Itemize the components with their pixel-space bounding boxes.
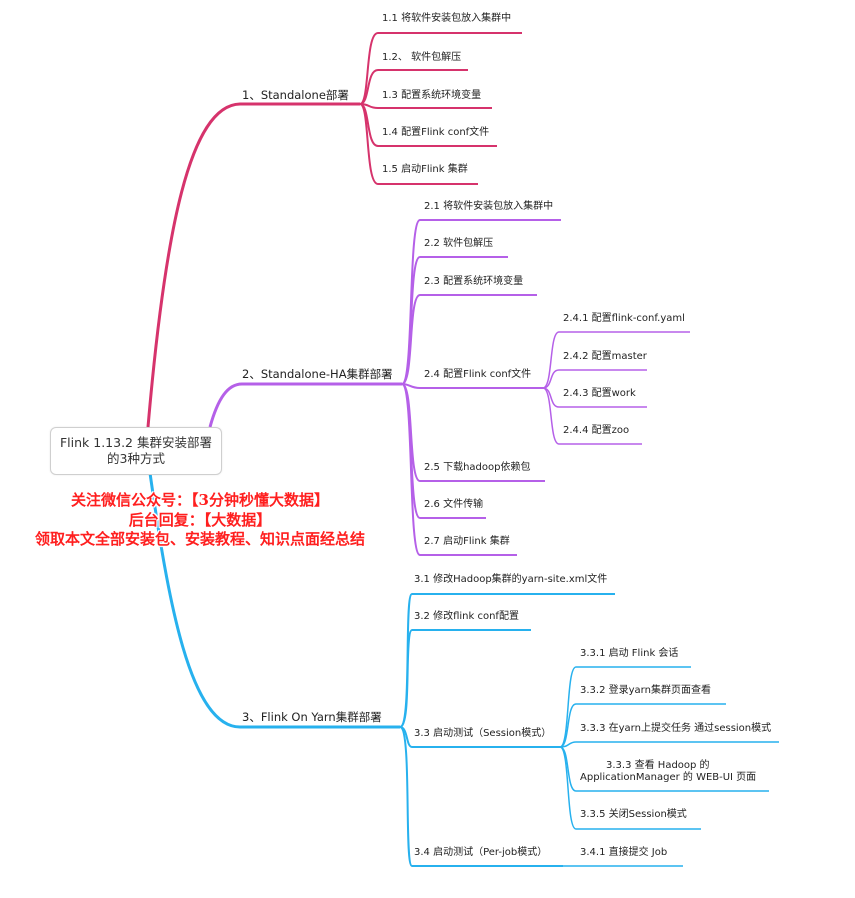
node-3-1[interactable]: 3.1 修改Hadoop集群的yarn-site.xml文件 bbox=[414, 574, 608, 585]
edge-3-3-1 bbox=[559, 666, 691, 748]
edge-1-1 bbox=[359, 32, 522, 105]
edge-2-4-1 bbox=[542, 331, 690, 389]
node-3-4-1[interactable]: 3.4.1 直接提交 Job bbox=[580, 847, 668, 858]
edge-3-3-3 bbox=[559, 741, 779, 748]
node-3-3-4-line2: ApplicationManager 的 WEB-UI 页面 bbox=[580, 772, 757, 783]
edge-root-branch3 bbox=[148, 472, 400, 729]
edge-2-7 bbox=[401, 383, 517, 556]
node-2-6[interactable]: 2.6 文件传输 bbox=[424, 499, 484, 510]
node-2-1[interactable]: 2.1 将软件安装包放入集群中 bbox=[424, 201, 554, 212]
edge-2-4 bbox=[401, 383, 543, 389]
edge-1-5 bbox=[359, 103, 478, 185]
root-title-line1: Flink 1.13.2 集群安装部署 bbox=[59, 435, 212, 450]
branch-standalone-ha[interactable]: 2、Standalone-HA集群部署 bbox=[242, 367, 393, 381]
edge-2-3 bbox=[401, 294, 537, 385]
node-3-3-4[interactable]: 3.3.3 查看 Hadoop 的 ApplicationManager 的 W… bbox=[580, 760, 770, 784]
node-2-7[interactable]: 2.7 启动Flink 集群 bbox=[424, 536, 510, 547]
edge-root-branch2 bbox=[208, 382, 402, 428]
edge-root-branch1 bbox=[146, 102, 360, 428]
node-2-4-2[interactable]: 2.4.2 配置master bbox=[563, 351, 647, 362]
node-3-4[interactable]: 3.4 启动测试（Per-job模式） bbox=[414, 847, 548, 858]
edge-3-2 bbox=[399, 629, 531, 728]
node-3-2[interactable]: 3.2 修改flink conf配置 bbox=[414, 611, 519, 622]
node-3-3-3[interactable]: 3.3.3 在yarn上提交任务 通过session模式 bbox=[580, 723, 772, 734]
node-1-1[interactable]: 1.1 将软件安装包放入集群中 bbox=[382, 13, 512, 24]
edge-3-3-5 bbox=[559, 746, 701, 830]
node-2-4-4[interactable]: 2.4.4 配置zoo bbox=[563, 425, 630, 436]
watermark-line3: 领取本文全部安装包、安装教程、知识点面经总结 bbox=[34, 530, 365, 548]
edge-2-4-2 bbox=[542, 369, 647, 389]
edge-2-6 bbox=[401, 383, 486, 519]
node-2-5[interactable]: 2.5 下载hadoop依赖包 bbox=[424, 462, 531, 473]
node-2-2[interactable]: 2.2 软件包解压 bbox=[424, 238, 494, 249]
node-1-5[interactable]: 1.5 启动Flink 集群 bbox=[382, 164, 468, 175]
watermark-line2: 后台回复：【大数据】 bbox=[128, 511, 272, 529]
edge-1-4 bbox=[359, 103, 497, 147]
node-3-3-5[interactable]: 3.3.5 关闭Session模式 bbox=[580, 809, 687, 820]
edge-2-4-4 bbox=[542, 387, 642, 445]
node-1-3[interactable]: 1.3 配置系统环境变量 bbox=[382, 90, 482, 101]
edge-1-3 bbox=[359, 103, 492, 109]
node-2-3[interactable]: 2.3 配置系统环境变量 bbox=[424, 276, 524, 287]
node-3-3-4-line1: 3.3.3 查看 Hadoop 的 bbox=[606, 760, 710, 771]
edge-3-4 bbox=[399, 726, 563, 867]
edge-1-2 bbox=[359, 69, 468, 105]
branch-flink-on-yarn[interactable]: 3、Flink On Yarn集群部署 bbox=[242, 710, 382, 724]
node-1-2[interactable]: 1.2、 软件包解压 bbox=[382, 52, 462, 63]
node-1-4[interactable]: 1.4 配置Flink conf文件 bbox=[382, 127, 490, 138]
node-2-4[interactable]: 2.4 配置Flink conf文件 bbox=[424, 369, 532, 380]
root-node[interactable]: Flink 1.13.2 集群安装部署 的3种方式 bbox=[50, 427, 222, 475]
watermark-line1: 关注微信公众号：【3分钟秒懂大数据】 bbox=[71, 491, 329, 509]
node-3-3[interactable]: 3.3 启动测试（Session模式） bbox=[414, 728, 552, 739]
node-3-3-2[interactable]: 3.3.2 登录yarn集群页面查看 bbox=[580, 685, 711, 696]
node-2-4-1[interactable]: 2.4.1 配置flink-conf.yaml bbox=[563, 313, 685, 324]
node-3-3-1[interactable]: 3.3.1 启动 Flink 会话 bbox=[580, 648, 679, 659]
node-2-4-3[interactable]: 2.4.3 配置work bbox=[563, 388, 636, 399]
root-title-line2: 的3种方式 bbox=[107, 451, 165, 466]
branch-standalone[interactable]: 1、Standalone部署 bbox=[242, 88, 349, 102]
edge-3-3-2 bbox=[559, 703, 726, 748]
